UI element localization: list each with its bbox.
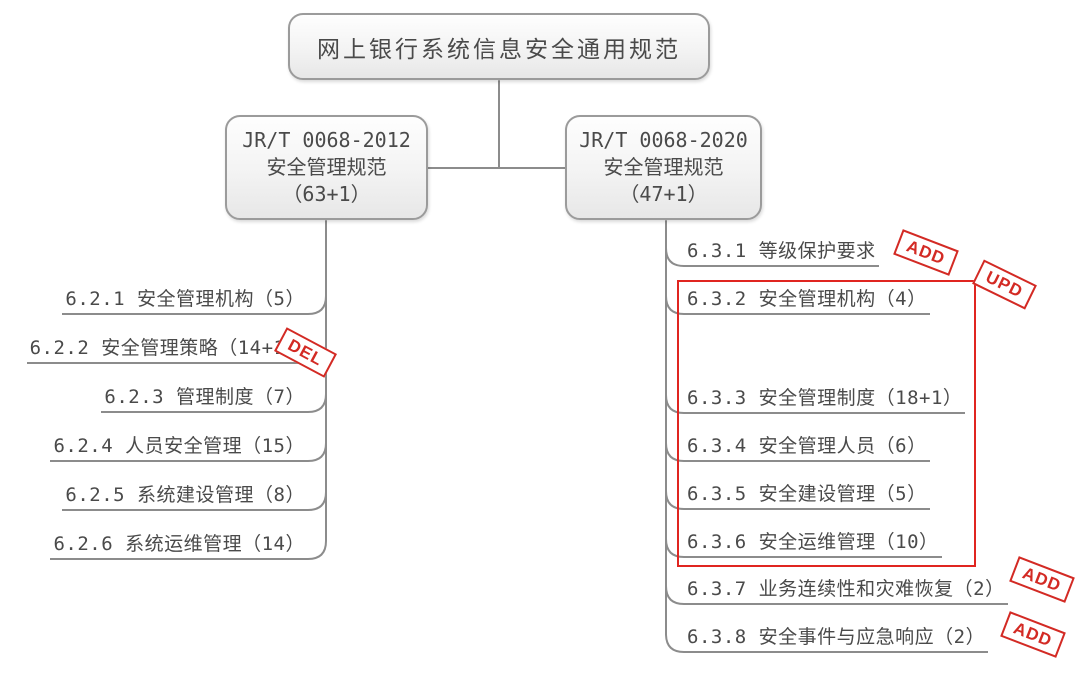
branch-2012-line-1: JR/T 0068-2012 [242,128,411,152]
branch-2020-line-3: （47+1） [619,182,708,206]
topic-6-3-7[interactable]: 6.3.7 业务连续性和灾难恢复（2） [684,576,1008,605]
left-elbows [307,295,327,511]
branch-node-2012[interactable]: JR/T 0068-2012 安全管理规范 （63+1） [225,115,428,220]
topic-6-2-3[interactable]: 6.2.3 管理制度（7） [101,384,308,413]
branch-2012-line-3: （63+1） [282,182,371,206]
branch-2020-line-1: JR/T 0068-2020 [579,128,748,152]
branch-2020-line-2: 安全管理规范 [603,155,724,179]
right-trunk-line [665,220,685,653]
topic-6-3-2[interactable]: 6.3.2 安全管理机构（4） [684,286,930,315]
branch-node-2020[interactable]: JR/T 0068-2020 安全管理规范 （47+1） [565,115,762,220]
root-node-label: 网上银行系统信息安全通用规范 [317,36,681,63]
topic-6-2-4[interactable]: 6.2.4 人员安全管理（15） [50,433,308,462]
topic-6-3-4[interactable]: 6.3.4 安全管理人员（6） [684,433,930,462]
topic-6-2-2[interactable]: 6.2.2 安全管理策略（14+1） [26,335,308,364]
topic-6-3-8[interactable]: 6.3.8 安全事件与应急响应（2） [684,624,989,653]
branch-2012-line-2: 安全管理规范 [266,155,387,179]
topic-6-2-1[interactable]: 6.2.1 安全管理机构（5） [62,286,308,315]
root-connector-line [427,80,566,169]
topic-6-2-6[interactable]: 6.2.6 系统运维管理（14） [50,531,308,560]
topic-6-2-5[interactable]: 6.2.5 系统建设管理（8） [62,482,308,511]
right-elbows [665,247,685,605]
topic-6-3-5[interactable]: 6.3.5 安全建设管理（5） [684,481,930,510]
update-group-box [677,280,976,567]
left-trunk-line [307,220,327,560]
topic-6-3-3[interactable]: 6.3.3 安全管理制度（18+1） [684,385,966,414]
topic-6-3-1[interactable]: 6.3.1 等级保护要求 [684,238,879,267]
topic-6-3-6[interactable]: 6.3.6 安全运维管理（10） [684,529,942,558]
root-node[interactable]: 网上银行系统信息安全通用规范 [288,13,710,80]
